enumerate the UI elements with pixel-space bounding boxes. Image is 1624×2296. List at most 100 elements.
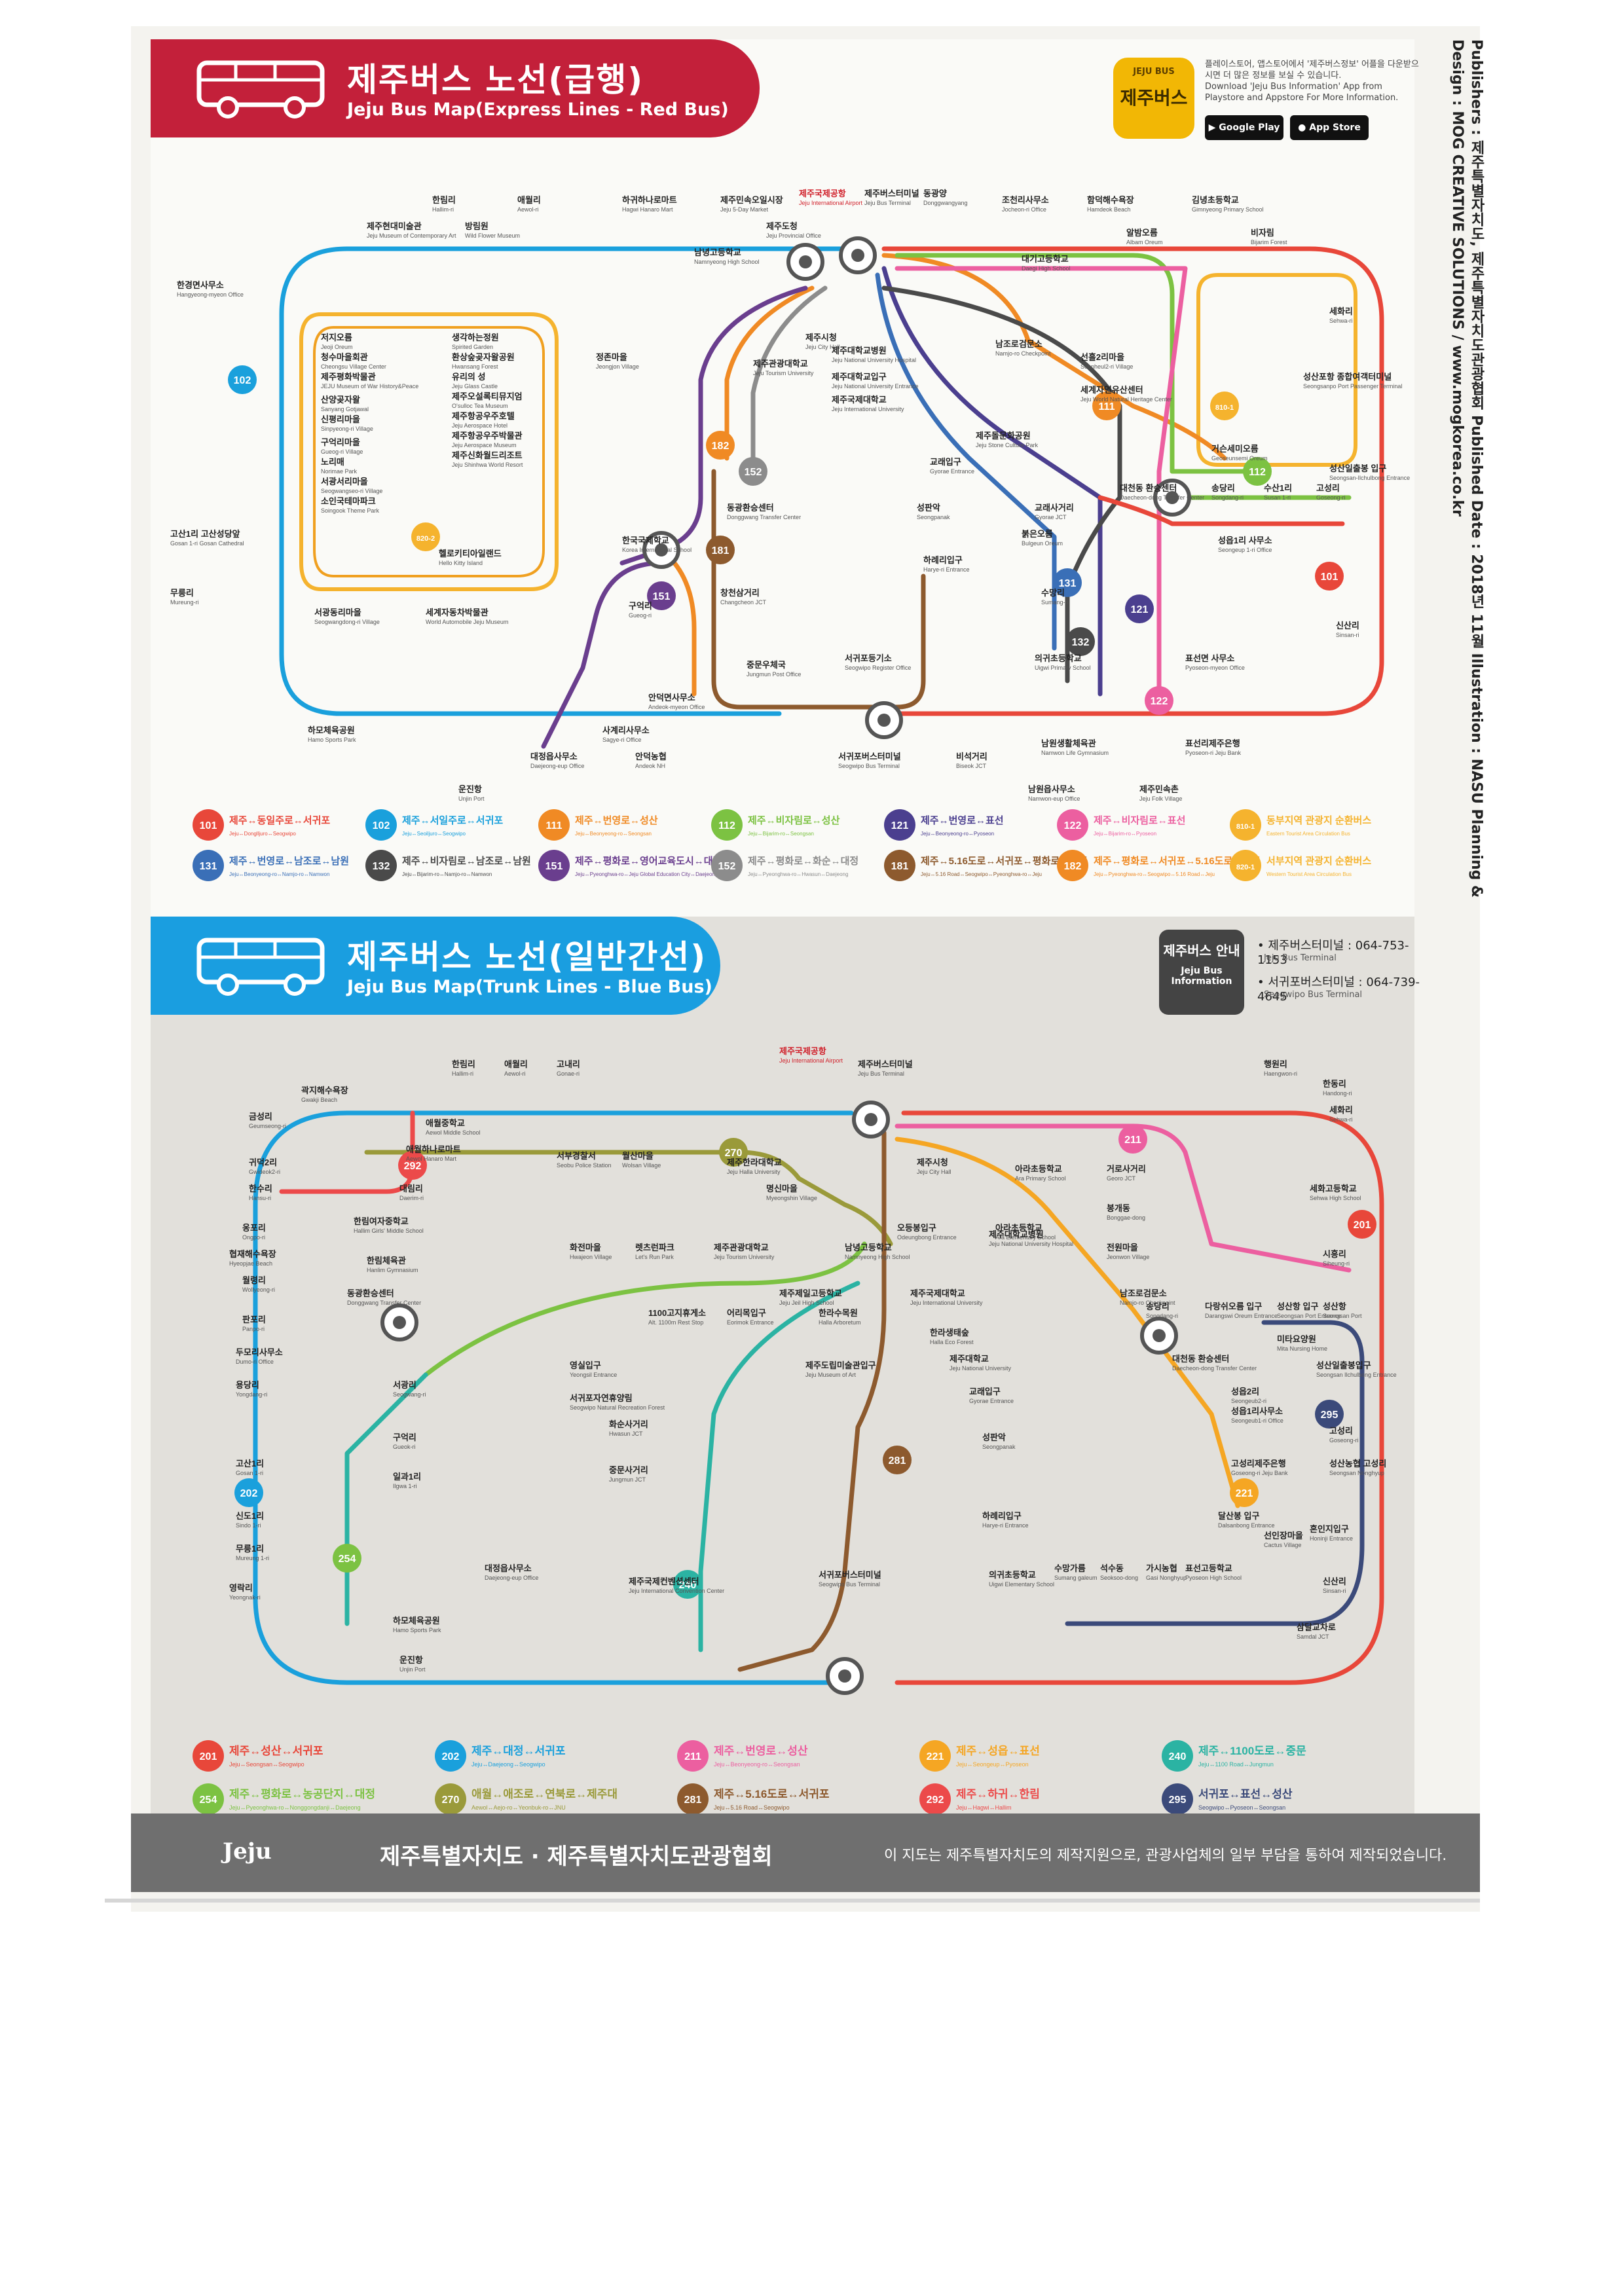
legend-badge-292 [919,1783,951,1815]
trunk-stop-82: 의귀초등학교 [989,1570,1036,1580]
transfer-hub-icon [1166,491,1179,504]
trunk-stop-en-52: Daecheon-dong Transfer Center [1172,1365,1257,1372]
legend-route-ko-152: 제주↔평화로↔화순↔대정 [748,855,858,867]
express-stop-63: 세계자동차박물관 [426,608,489,617]
trunk-stop-en-79: Daejeong-eup Office [485,1575,538,1581]
express-stop-en-19: Cheongsu Village Center [321,363,386,370]
express-stop-en-33: Jeju Shinhwa World Resort [452,462,523,468]
express-stop-13: 남녕고등학교 [694,247,741,257]
legend-badge-122 [1057,809,1088,841]
express-stop-en-25: Seogwangseo-ri Village [321,488,382,494]
app-store-button[interactable]: ● App Store [1290,115,1369,140]
legend-badge-221 [919,1740,951,1772]
app-desc-ko: 플레이스토어, 앱스토어에서 '제주버스정보' 어플을 다운받으시면 더 많은 … [1205,60,1419,81]
footer-note: 이 지도는 제주특별자치도의 제작지원으로, 관광사업체의 일부 부담을 통하여… [884,1848,1447,1864]
app-icon[interactable]: JEJU BUS 제주버스 [1113,58,1194,139]
trunk-stop-en-39: Jeju Jeil High School [779,1300,834,1306]
express-stop-en-27: Spirited Garden [452,344,493,350]
trunk-stop-en-59: Seogwang-ri [393,1391,426,1398]
trunk-stop-en-11: Aewol Hanaro Mart [406,1156,457,1162]
express-stop-39: 제주대학교입구 [832,372,887,382]
legend-route-en-122: Jeju↔Bijarim-ro↔Pyoseon [1094,831,1156,837]
route-201-line [895,1110,1384,1685]
trunk-stop-en-43: Darangswi Oreum Entrance [1205,1313,1278,1319]
route-badge-112 [1243,457,1272,486]
trunk-stop-en-37: Wollyeong-ri [242,1286,275,1293]
legend-route-en-295: Seogwipo↔Pyoseon↔Seongsan [1198,1804,1285,1811]
trunk-stop-46: 판포리 [242,1315,266,1324]
trunk-stop-en-1: Aewol-ri [504,1070,526,1077]
express-stop-en-83: Namwon-eup Office [1028,795,1080,802]
express-stop-27: 생각하는정원 [452,333,499,342]
express-stop-en-12: Jeju Provincial Office [766,232,821,239]
trunk-stop-84: 석수동 [1100,1563,1124,1573]
trunk-stop-9: 금성리 [249,1112,272,1121]
bus-icon [196,938,325,996]
trunk-stop-en-66: Seongpanak [982,1444,1016,1450]
trunk-stop-en-58: Yongdang-ri [236,1391,267,1398]
trunk-stop-en-77: Honinji Entrance [1310,1535,1353,1542]
trunk-stop-23: 세화고등학교 [1310,1184,1357,1194]
route-132-line [881,285,1122,683]
express-stop-43: 세계자연유산센터 [1080,385,1143,395]
legend-route-ko-820-1: 서부지역 관광지 순환버스 [1266,855,1371,867]
express-stop-en-9: Gimnyeong Primary School [1192,206,1264,213]
trunk-stop-71: 중문사거리 [609,1465,648,1475]
trunk-stop-en-53: Mita Nursing Home [1277,1345,1327,1352]
trunk-stop-en-75: Dalsanbong Entrance [1218,1522,1275,1529]
trunk-stop-en-26: Odeungbong Entrance [897,1234,957,1241]
express-stop-15: 알밤오름 [1126,228,1158,238]
express-stop-en-37: Jeju City Hall [805,344,840,350]
legend-route-ko-295: 서귀포↔표선↔성산 [1198,1788,1293,1800]
express-stop-10: 제주현대미술관 [367,221,422,231]
express-stop-en-29: Jeju Glass Castle [452,383,498,390]
legend-number-131: 131 [200,861,217,872]
trunk-stop-52: 대천동 환승센터 [1172,1354,1229,1364]
google-play-button[interactable]: ▶ Google Play [1205,115,1283,140]
publisher-credits: Publishers : 제주특별자치도, 제주특별자치도관광협회 Publis… [1449,39,1485,898]
express-stop-en-73: Andeok-myeon Office [648,704,705,710]
legend-route-ko-254: 제주↔평화로↔농공단지↔대정 [229,1788,375,1800]
express-stop-31: 제주항공우주호텔 [452,411,515,421]
trunk-stop-en-17: Georo JCT [1107,1175,1136,1182]
express-stop-en-24: Norimae Park [321,468,358,475]
express-stop-en-57: Seongpanak [917,514,950,520]
express-stop-en-14: Daegi High School [1022,265,1071,272]
express-stop-en-2: Hagwi Hanaro Mart [622,206,673,213]
trunk-stop-78: 무릉1리 [236,1544,264,1554]
express-stop-24: 노리매 [321,457,344,467]
express-stop-72: 표선면 사무소 [1185,653,1234,663]
express-stop-en-7: Jocheon-ri Office [1002,206,1046,213]
route-badge-label-122: 122 [1151,696,1168,707]
express-stop-59: 붉은오름 [1022,529,1053,539]
express-stop-en-28: Hwansang Forest [452,363,498,370]
trunk-stop-en-41: Namjo-ro Checkpoint [1120,1300,1175,1306]
trunk-stop-en-70: Ilgwa 1-ri [393,1483,417,1489]
trunk-stop-88: 신산리 [1323,1576,1346,1586]
express-stop-en-76: Daejeong-eup Office [530,763,584,769]
legend-number-132: 132 [373,861,390,872]
legend-route-en-270: Aewol↔Aejo-ro↔Yeonbuk-ro↔JNU [471,1804,566,1811]
trunk-stop-en-54: Dumo-ri Office [236,1358,274,1365]
trunk-stop-10: 애월중학교 [426,1118,465,1128]
trunk-stop-25: 옹포리 [242,1223,266,1233]
trunk-stop-en-60: Seogwipo Natural Recreation Forest [570,1404,665,1411]
trunk-stop-en-73: Sindo 1-ri [236,1522,261,1529]
legend-route-en-281: Jeju↔5.16 Road↔Seogwipo [714,1804,790,1811]
express-stop-61: 무릉리 [170,588,194,598]
express-stop-3: 제주민속오일시장 [720,195,783,205]
route-295-line [1065,1320,1365,1626]
trunk-stop-48: 어리목입구 [727,1308,766,1318]
legend-route-en-202: Jeju↔Daejeong↔Seogwipo [471,1761,545,1768]
express-stop-en-50: Daecheon-dong Transfer Center [1120,494,1204,501]
trunk-stop-en-33: Let's Run Park [635,1254,674,1260]
route-badge-151 [647,581,676,610]
legend-route-ko-131: 제주↔번영로↔남조로↔남원 [229,855,349,867]
google-play-label: Google Play [1219,122,1280,133]
legend-route-en-254: Jeju↔Pyeonghwa-ro↔Nonggongdanji↔Daejeong [229,1804,361,1811]
express-subtitle: Jeju Bus Map(Express Lines - Red Bus) [347,100,729,120]
footer-organizations: 제주특별자치도 · 제주특별자치도관광협회 [380,1844,773,1870]
legend-route-ko-240: 제주↔1100도로↔중문 [1198,1745,1306,1757]
trunk-stop-en-51: Jeju National University [950,1365,1012,1372]
route-badge-label-131: 131 [1059,578,1077,589]
